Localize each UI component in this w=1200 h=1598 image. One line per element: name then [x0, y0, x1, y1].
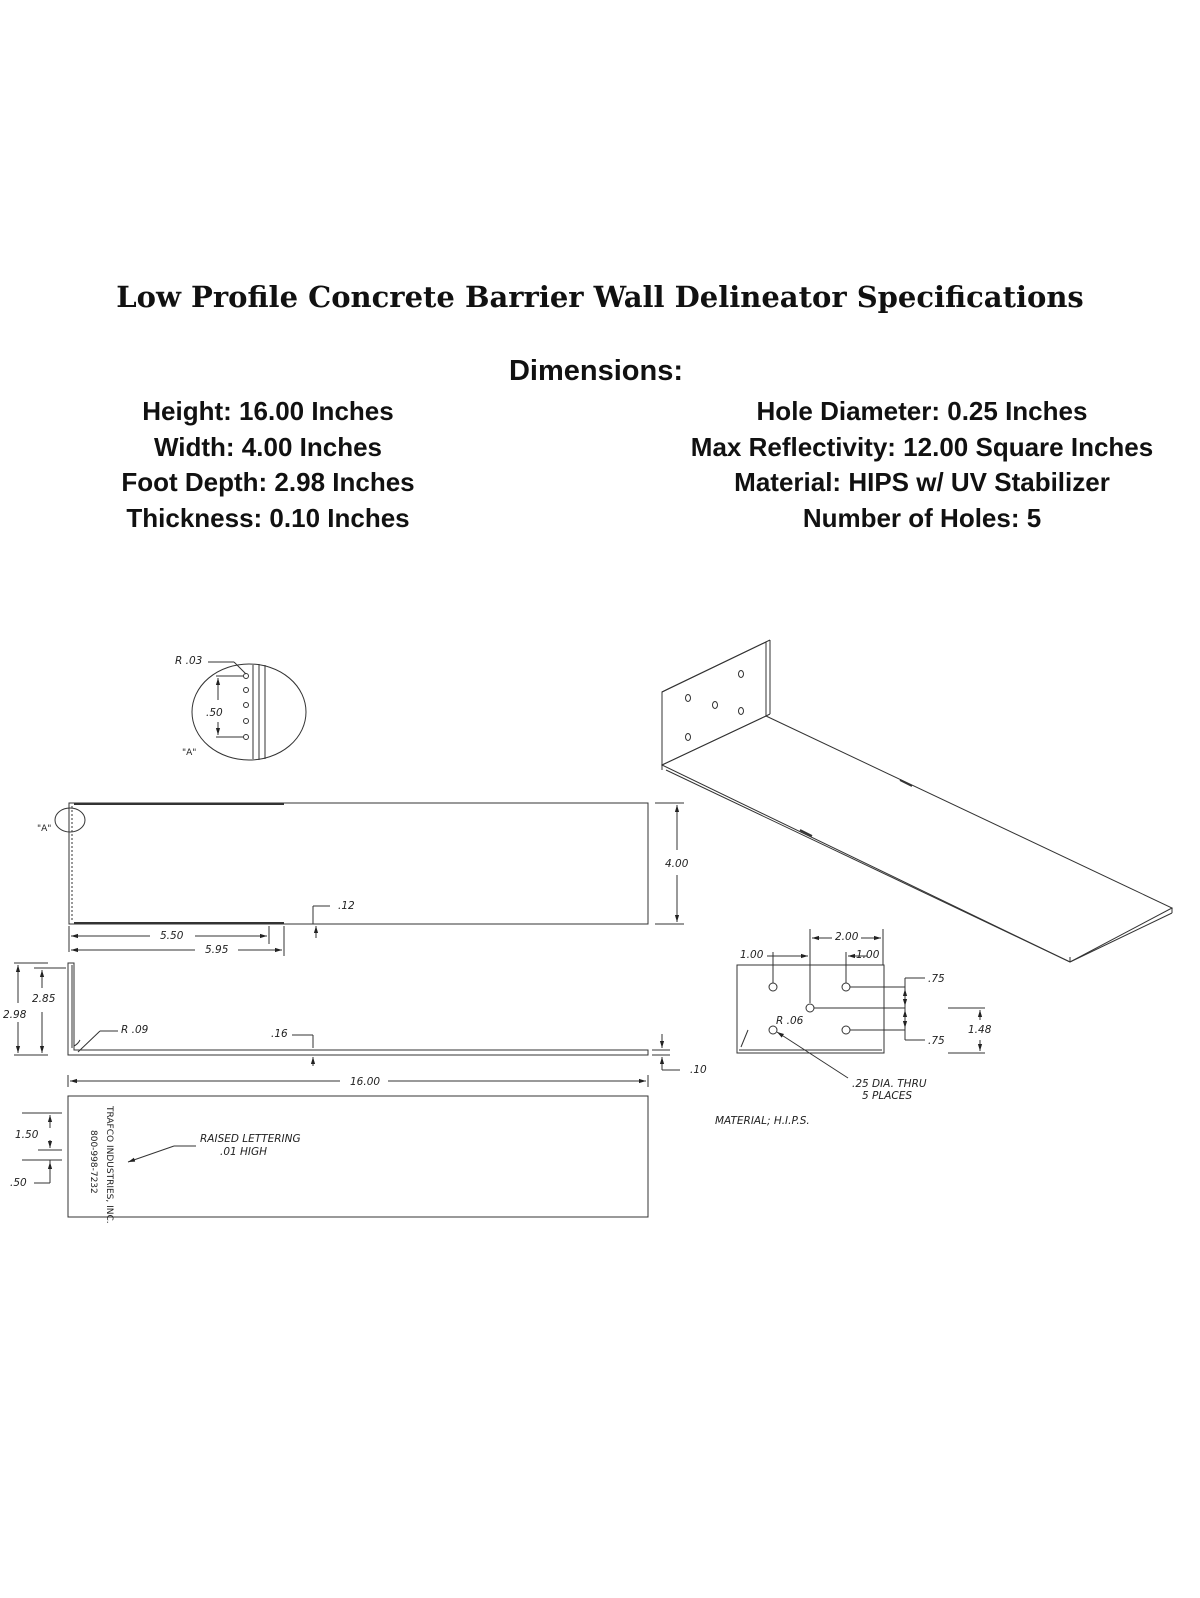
top-offset-label: .12 [338, 900, 355, 912]
hole-pattern-view [736, 929, 985, 1079]
specs-right: Hole Diameter: 0.25 Inches Max Reflectiv… [652, 394, 1192, 536]
detail-spacing-label: .50 [206, 707, 223, 719]
hole-note-diameter: .25 DIA. THRU [852, 1078, 927, 1090]
detail-a-label: "A" [182, 748, 196, 758]
front-view [54, 802, 684, 956]
bottom-dim-2-label: .50 [10, 1177, 27, 1189]
side-height-1-label: 2.85 [32, 993, 56, 1005]
spec-number-of-holes: Number of Holes: 5 [802, 502, 1042, 533]
side-height-2-label: 2.98 [3, 1009, 27, 1021]
spec-height: Height: 16.00 Inches [142, 396, 394, 426]
specs-left: Height: 16.00 Inches Width: 4.00 Inches … [68, 394, 468, 536]
isometric-view [660, 639, 1174, 963]
top-length-1-label: 5.50 [160, 930, 184, 942]
spec-hole-diameter: Hole Diameter: 0.25 Inches [756, 396, 1088, 426]
hole-radius-label: R .06 [776, 1015, 804, 1027]
hole-spacing-total-label: 2.00 [835, 931, 859, 943]
side-radius-label: R .09 [121, 1024, 149, 1036]
hole-vertical-bottom-label: .75 [928, 1035, 945, 1047]
dimensions-heading: Dimensions: [508, 355, 684, 387]
maker-name-text: TRAFCO INDUSTRIES, INC. [104, 1105, 114, 1224]
spec-max-reflectivity: Max Reflectivity: 12.00 Square Inches [690, 431, 1154, 462]
hole-spacing-right-label: 1.00 [856, 949, 880, 961]
maker-phone-text: 800-998-7232 [88, 1130, 98, 1194]
overall-length-label: 16.00 [350, 1076, 380, 1088]
side-view [14, 962, 680, 1087]
page-title: Low Profile Concrete Barrier Wall Deline… [116, 280, 1084, 314]
detail-radius-label: R .03 [175, 655, 202, 667]
raised-lettering-height-label: .01 HIGH [220, 1146, 267, 1158]
bottom-view [22, 1095, 649, 1218]
side-thickness-label: .10 [690, 1064, 707, 1076]
top-height-label: 4.00 [665, 858, 689, 870]
hole-vertical-top-label: .75 [928, 973, 945, 985]
detail-a-reference: "A" [37, 824, 51, 834]
hole-note-places: 5 PLACES [862, 1090, 912, 1102]
hole-spacing-left-label: 1.00 [740, 949, 764, 961]
hole-vertical-total-label: 1.48 [968, 1024, 992, 1036]
material-note: MATERIAL; H.I.P.S. [715, 1115, 810, 1127]
spec-material: Material: HIPS w/ UV Stabilizer [734, 467, 1110, 497]
side-inset-label: .16 [271, 1028, 288, 1040]
raised-lettering-label: RAISED LETTERING [200, 1133, 301, 1145]
top-length-2-label: 5.95 [205, 944, 229, 956]
spec-foot-depth: Foot Depth: 2.98 Inches [121, 467, 415, 497]
bottom-dim-1-label: 1.50 [15, 1129, 39, 1141]
spec-width: Width: 4.00 Inches [153, 431, 383, 462]
detail-a-view [191, 661, 307, 761]
spec-thickness: Thickness: 0.10 Inches [126, 502, 410, 533]
